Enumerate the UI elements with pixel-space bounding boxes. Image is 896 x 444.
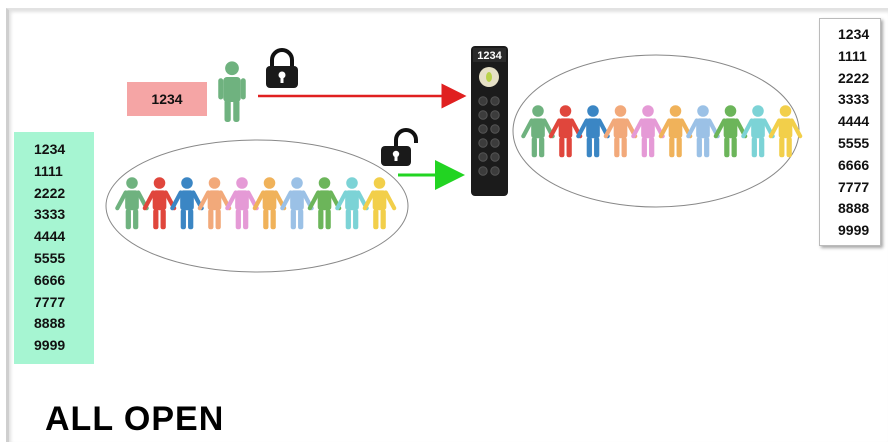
person-icon bbox=[576, 105, 610, 158]
code-list-right: 1234 1111 2222 3333 4444 5555 6666 7777 8888 9999 bbox=[819, 18, 881, 246]
code-left-item: 9999 bbox=[34, 337, 66, 354]
person-icon bbox=[252, 177, 287, 230]
person-icon bbox=[686, 105, 720, 158]
person-icon bbox=[768, 105, 803, 158]
group-ellipse-left bbox=[105, 139, 409, 273]
person-icon bbox=[142, 177, 177, 230]
code-left-item: 4444 bbox=[34, 228, 66, 245]
code-left-item: 6666 bbox=[34, 271, 66, 288]
person-icon bbox=[280, 177, 314, 230]
keypad-key bbox=[478, 166, 488, 176]
people-group-right bbox=[521, 105, 803, 158]
keypad-lock-icon: 1234 bbox=[471, 46, 508, 196]
code-right-item: 8888 bbox=[838, 200, 870, 217]
keypad-key bbox=[478, 138, 488, 148]
code-left-item: 1111 bbox=[34, 162, 63, 179]
code-right-item: 4444 bbox=[838, 113, 870, 130]
person-icon bbox=[631, 105, 665, 158]
code-left-item: 1234 bbox=[34, 141, 66, 157]
people-group-left bbox=[115, 177, 397, 230]
keypad-key bbox=[490, 110, 500, 120]
person-icon bbox=[658, 105, 693, 158]
code-left-item: 2222 bbox=[34, 184, 66, 201]
keypad-key bbox=[478, 110, 488, 120]
person-icon bbox=[335, 177, 369, 230]
code-right-item: 2222 bbox=[838, 69, 870, 86]
code-right-item: 5555 bbox=[838, 134, 870, 151]
person-icon bbox=[225, 177, 259, 230]
keypad-key bbox=[490, 96, 500, 106]
code-right-item: 1234 bbox=[838, 26, 870, 42]
code-right-item: 1111 bbox=[838, 47, 867, 64]
code-left-item: 3333 bbox=[34, 206, 66, 223]
person-icon bbox=[362, 177, 397, 230]
person-icon bbox=[197, 177, 232, 230]
keypad-buttons bbox=[478, 96, 500, 176]
code-right-item: 7777 bbox=[838, 178, 870, 195]
keypad-key bbox=[490, 138, 500, 148]
code-right-item: 3333 bbox=[838, 91, 870, 108]
code-list-left: 1234 1111 2222 3333 4444 5555 6666 7777 8888 9999 bbox=[14, 132, 94, 364]
keypad-key bbox=[490, 166, 500, 176]
code-right-item: 6666 bbox=[838, 156, 870, 173]
code-left-item: 8888 bbox=[34, 315, 66, 332]
keypad-key bbox=[478, 152, 488, 162]
person-icon bbox=[603, 105, 638, 158]
user-code-text: 1234 bbox=[151, 91, 183, 107]
page-title: ALL OPEN bbox=[45, 400, 225, 438]
person-icon bbox=[307, 177, 342, 230]
keypad-display: 1234 bbox=[477, 50, 502, 62]
code-right-item: 9999 bbox=[838, 222, 870, 239]
keypad-key bbox=[490, 124, 500, 134]
code-left-item: 7777 bbox=[34, 293, 66, 310]
user-code-box: 1234 bbox=[127, 82, 207, 116]
person-icon bbox=[713, 105, 748, 158]
person-icon bbox=[521, 105, 555, 158]
keypad-key bbox=[478, 124, 488, 134]
person-icon bbox=[548, 105, 583, 158]
keypad-key bbox=[478, 96, 488, 106]
person-icon bbox=[741, 105, 775, 158]
slide-frame bbox=[6, 8, 888, 442]
padlock-unlocked-icon bbox=[381, 128, 418, 166]
keypad-key bbox=[490, 152, 500, 162]
padlock-locked-icon bbox=[266, 48, 298, 88]
code-left-item: 5555 bbox=[34, 249, 66, 266]
person-icon bbox=[218, 61, 246, 122]
person-icon bbox=[170, 177, 204, 230]
person-icon bbox=[115, 177, 149, 230]
